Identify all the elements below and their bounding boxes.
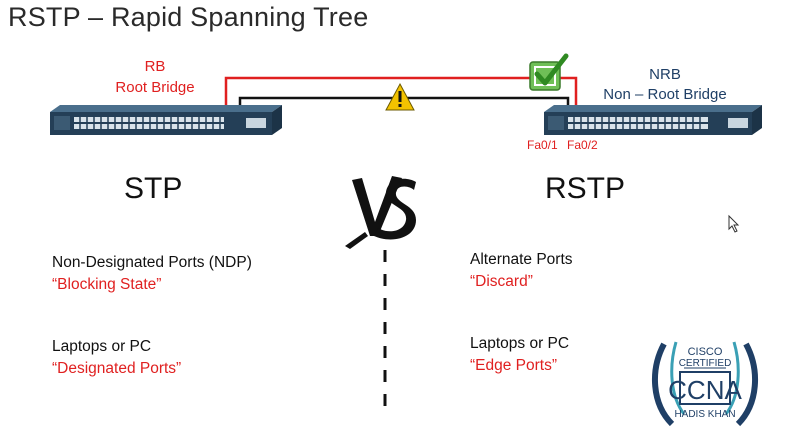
stp-item-2-value: “Designated Ports” — [52, 360, 182, 377]
vs-graphic — [345, 176, 416, 249]
rstp-item-2-value: “Edge Ports” — [470, 357, 558, 374]
stp-item-1-label: Non-Designated Ports (NDP) — [52, 254, 252, 271]
badge-line1: CISCO — [688, 346, 723, 358]
root-bridge-label: RB Root Bridge — [100, 56, 210, 98]
rstp-item-1-value: “Discard” — [470, 273, 533, 290]
red-link — [224, 76, 578, 126]
rstp-item-1-label: Alternate Ports — [470, 251, 573, 268]
badge-line3: CCNA — [668, 375, 742, 405]
rstp-item-1: Alternate Ports “Discard” — [470, 249, 573, 293]
rstp-heading: RSTP — [545, 172, 626, 205]
stp-heading: STP — [124, 172, 183, 205]
badge-line4: HADIS KHAN — [674, 409, 735, 420]
root-bridge-switch — [50, 105, 282, 135]
non-root-bridge-switch — [544, 105, 762, 135]
rstp-item-2: Laptops or PC “Edge Ports” — [470, 333, 569, 377]
port-fa0-2: Fa0/2 — [567, 138, 598, 152]
ccna-badge — [652, 341, 758, 427]
root-bridge-abbr: RB — [144, 58, 166, 75]
stp-item-1-value: “Blocking State” — [52, 276, 162, 293]
stp-item-2: Laptops or PC “Designated Ports” — [52, 336, 181, 380]
root-bridge-name: Root Bridge — [115, 79, 195, 96]
stp-item-1: Non-Designated Ports (NDP) “Blocking Sta… — [52, 252, 252, 296]
slide-title: RSTP – Rapid Spanning Tree — [8, 2, 369, 32]
non-root-bridge-name: Non – Root Bridge — [603, 86, 727, 103]
port-fa0-1: Fa0/1 — [527, 138, 558, 152]
badge-line2: CERTIFIED — [679, 358, 732, 369]
rstp-item-2-label: Laptops or PC — [470, 335, 570, 352]
non-root-bridge-label: NRB Non – Root Bridge — [590, 65, 740, 105]
non-root-bridge-abbr: NRB — [649, 66, 681, 83]
warning-icon — [385, 82, 415, 111]
stp-item-2-label: Laptops or PC — [52, 338, 152, 355]
checkmark-icon — [529, 53, 569, 91]
